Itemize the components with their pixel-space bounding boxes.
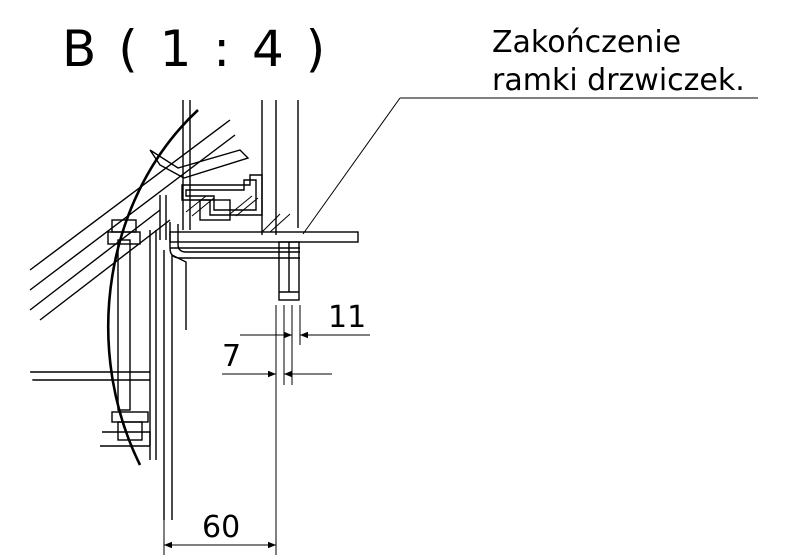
frame-bracket [149,149,263,240]
callout-line-2: ramki drzwiczek. [492,63,745,98]
mechanism-section [29,100,359,520]
dimension-11: 11 [240,300,370,339]
dimension-7: 7 [222,339,332,378]
dimension-11-value: 11 [328,300,366,335]
detail-boundary [106,109,199,466]
section-hatching [185,195,291,233]
dimension-60: 60 [164,510,276,549]
callout-leader [302,97,758,235]
dimension-7-value: 7 [222,339,241,374]
detail-title: B ( 1 : 4 ) [62,20,328,78]
vertical-rod [107,219,157,460]
flange-plate [169,222,359,259]
callout-line-1: Zakończenie [492,25,681,60]
frame-end-pin [278,241,300,301]
door-panel [163,250,187,520]
lower-fittings [30,371,151,447]
dimension-60-value: 60 [202,510,240,545]
